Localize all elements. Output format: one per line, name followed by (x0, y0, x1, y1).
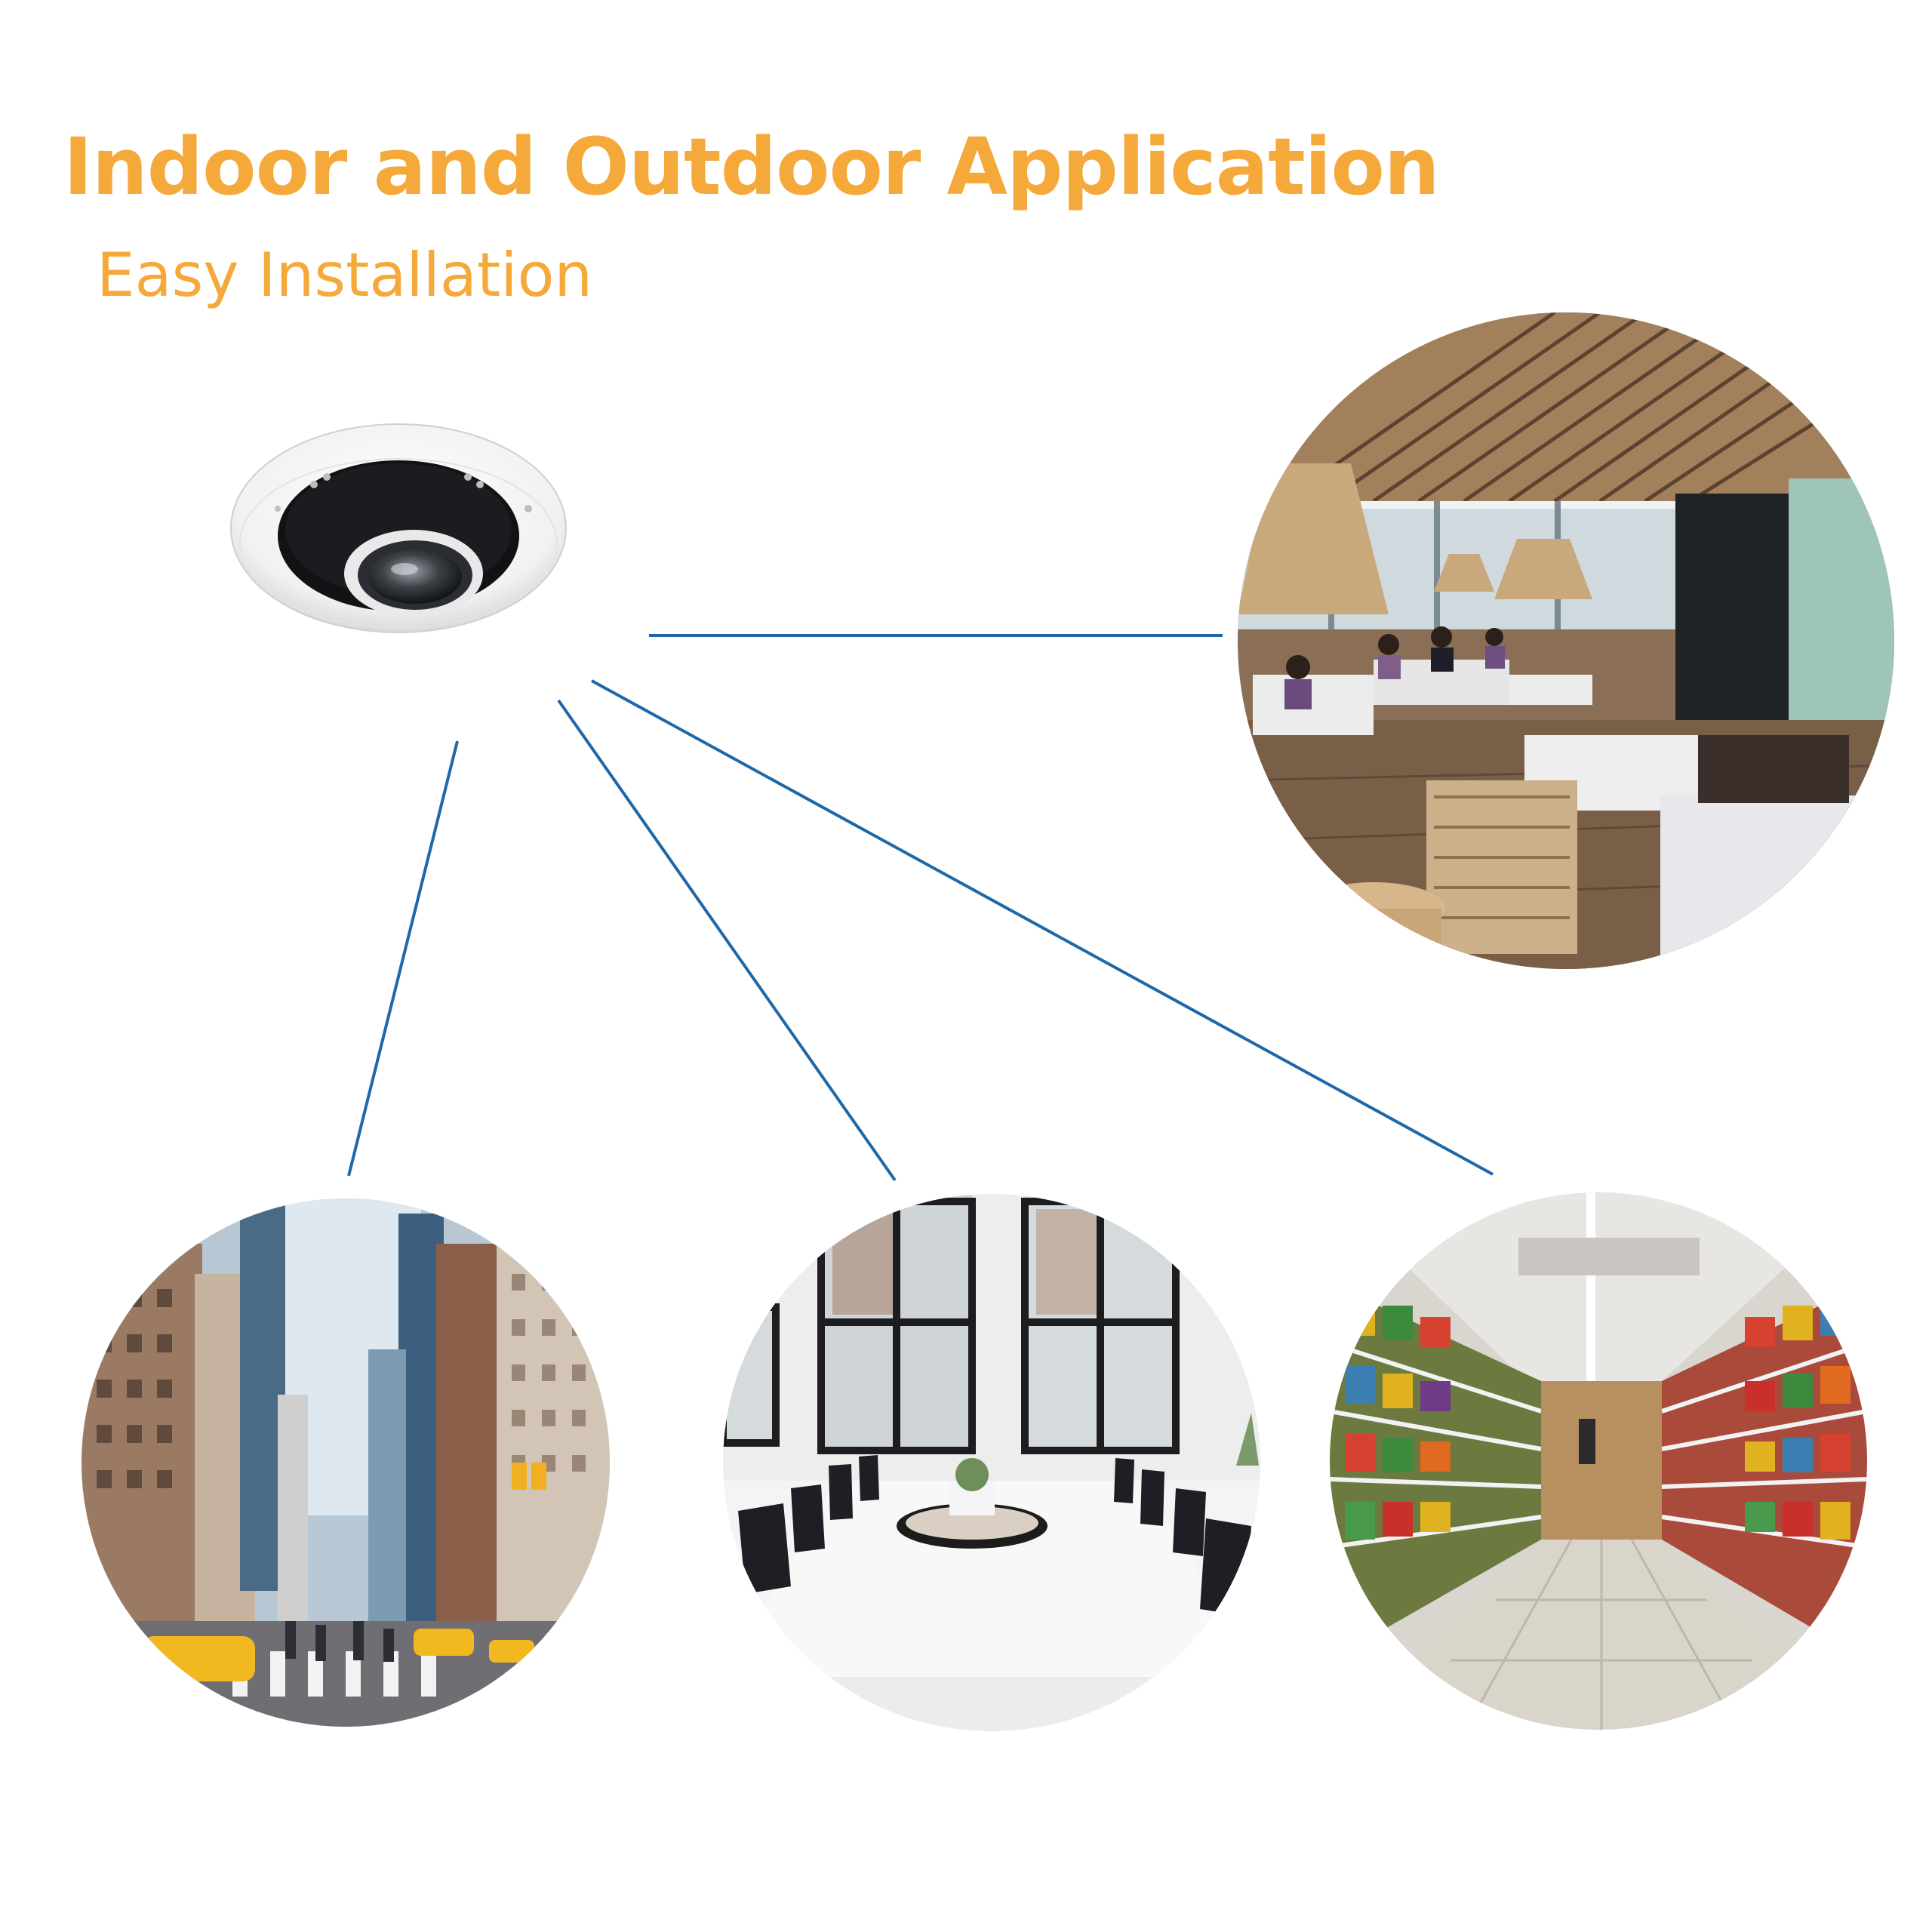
lounge-scene (1238, 312, 1894, 969)
fisheye-camera-image (225, 408, 572, 649)
page-subtitle: Easy Installation (97, 240, 593, 310)
connector-to-supermarket (591, 679, 1494, 1176)
connector-to-street (347, 740, 459, 1177)
connector-to-meeting-room (557, 699, 897, 1182)
supermarket-scene (1330, 1192, 1867, 1730)
street-scene (82, 1198, 610, 1727)
page-title: Indoor and Outdoor Application (63, 121, 1440, 213)
meeting-room-scene (723, 1194, 1260, 1731)
